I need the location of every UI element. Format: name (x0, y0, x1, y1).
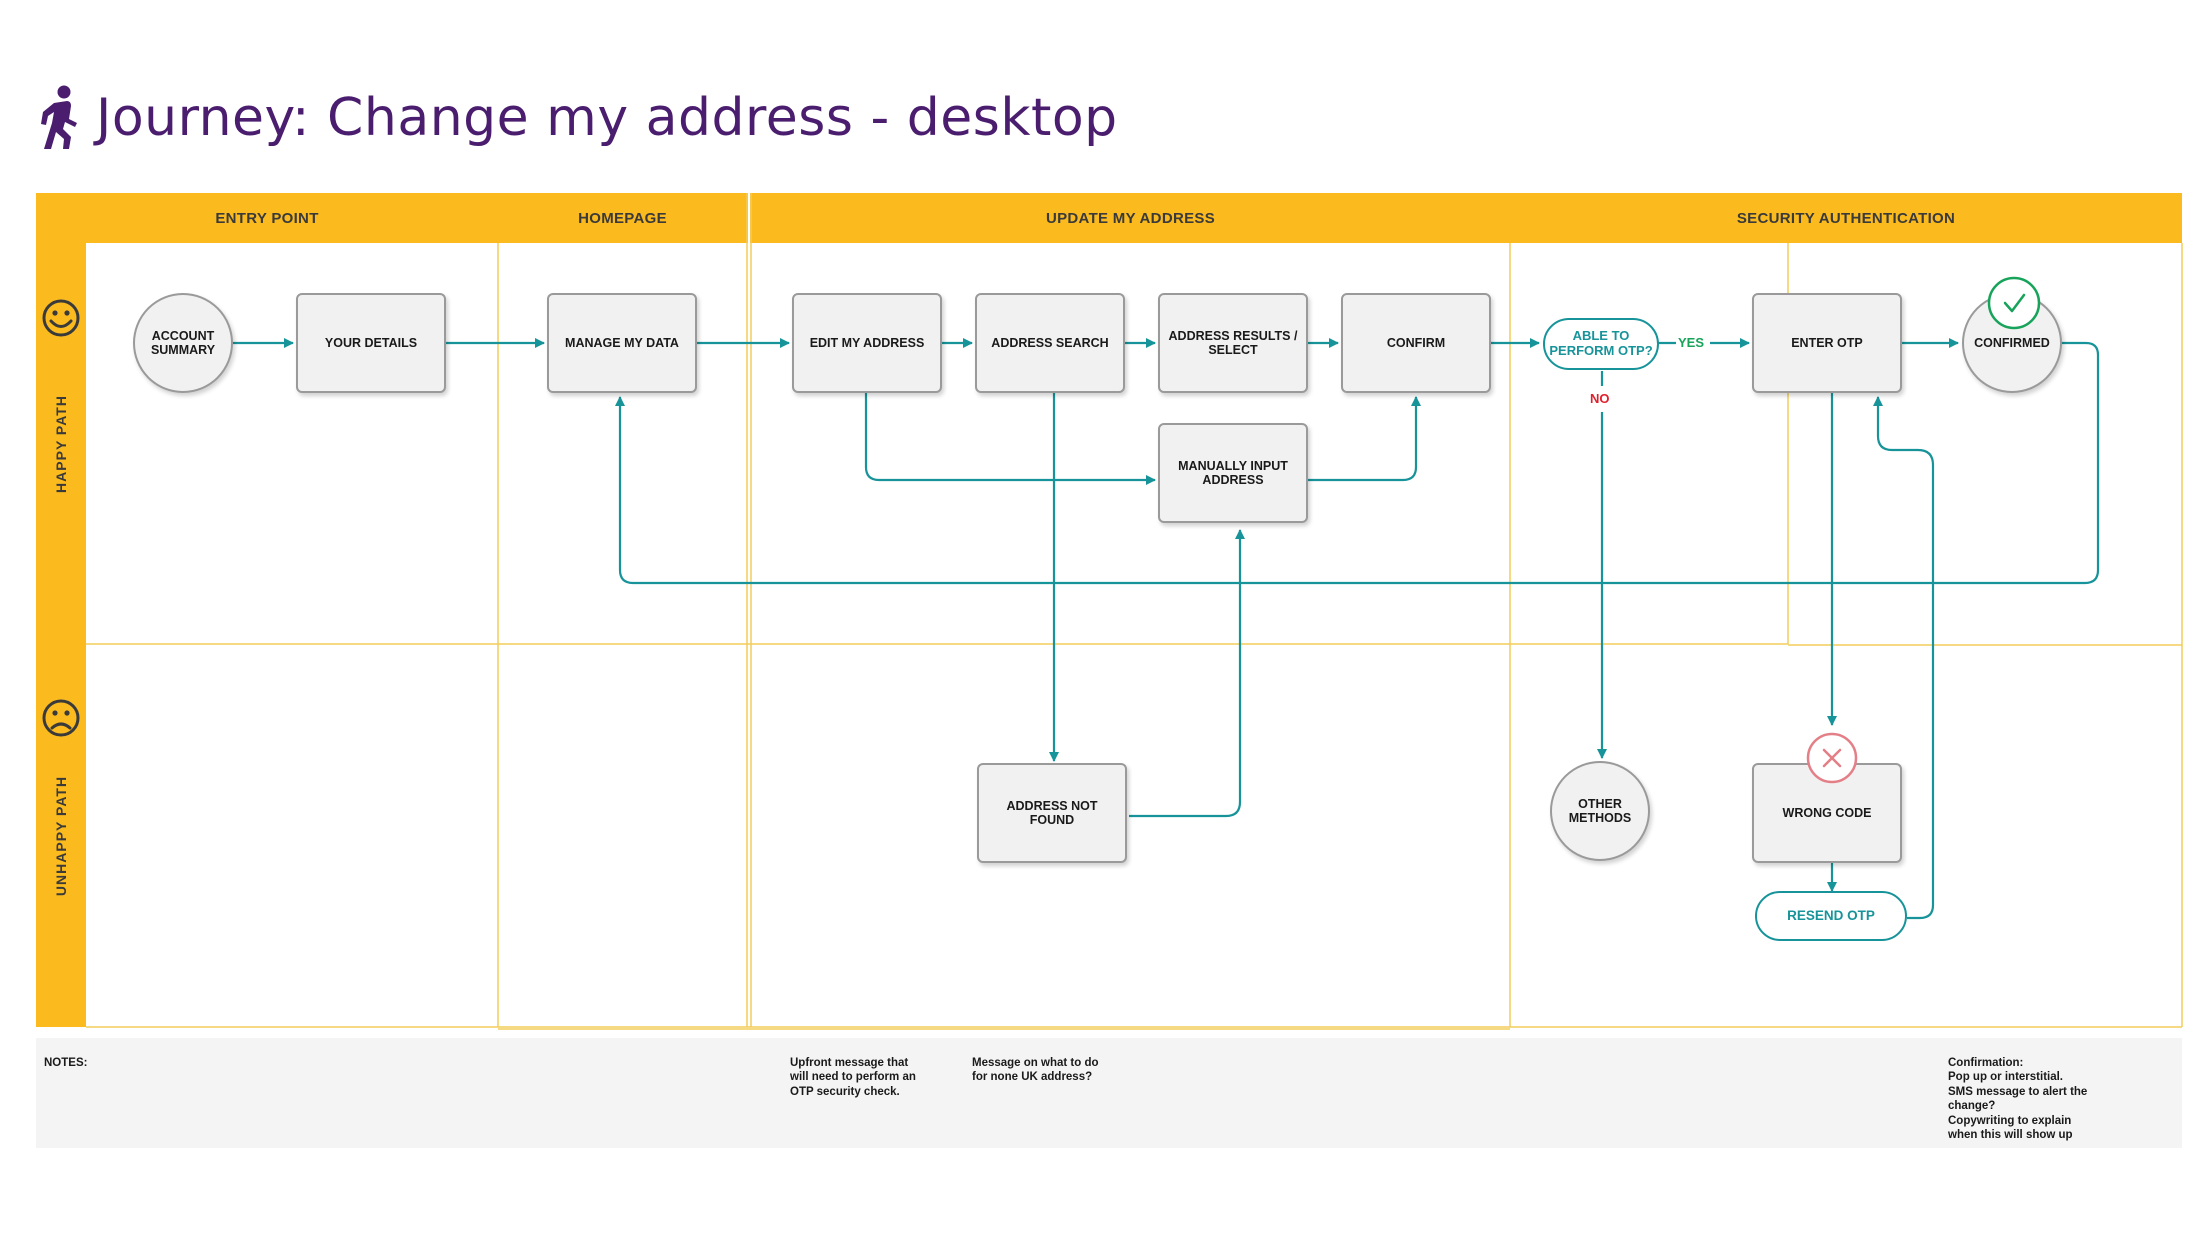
node-address-search[interactable]: ADDRESS SEARCH (975, 293, 1125, 393)
note-upfront-message: Upfront message that will need to perfor… (790, 1057, 916, 1098)
lane-header-homepage: HOMEPAGE (578, 209, 667, 227)
node-address-results-select[interactable]: ADDRESS RESULTS / SELECT (1158, 293, 1308, 393)
check-icon (1987, 276, 2041, 330)
notes-heading: NOTES: (44, 1057, 88, 1069)
journey-title: Journey: Change my address - desktop (96, 88, 1118, 148)
happy-face-icon (42, 299, 80, 337)
lane-header-entry-point: ENTRY POINT (215, 209, 319, 227)
edge-confirmed-loop-back (615, 341, 2100, 585)
header-band (36, 193, 2182, 243)
cross-icon (1806, 732, 1858, 784)
edge-resend-to-enter-otp (1873, 396, 1935, 920)
node-address-not-found[interactable]: ADDRESS NOT FOUND (977, 763, 1127, 863)
connectors (233, 338, 2100, 920)
node-manage-my-data[interactable]: MANAGE MY DATA (547, 293, 697, 393)
row-label-unhappy-path: UNHAPPY PATH (53, 775, 69, 896)
sad-face-icon (42, 699, 80, 737)
node-resend-otp[interactable]: RESEND OTP (1755, 891, 1907, 941)
walking-person-icon (41, 85, 77, 149)
note-confirmation: Confirmation: Pop up or interstitial. SM… (1948, 1057, 2088, 1141)
node-enter-otp[interactable]: ENTER OTP (1752, 293, 1902, 393)
row-label-happy-path: HAPPY PATH (53, 394, 69, 493)
edge-label-yes: YES (1678, 335, 1705, 350)
lane-header-update-my-address: UPDATE MY ADDRESS (1045, 209, 1215, 227)
node-confirmed[interactable]: CONFIRMED (1962, 293, 2062, 393)
notes-panel: NOTES: Upfront message that will need to… (36, 1038, 2182, 1148)
lane-header-security-authentication: SECURITY AUTHENTICATION (1736, 209, 1956, 227)
node-manually-input-address[interactable]: MANUALLY INPUT ADDRESS (1158, 423, 1308, 523)
node-edit-my-address[interactable]: EDIT MY ADDRESS (792, 293, 942, 393)
edge-manual-to-confirm (1308, 396, 1421, 482)
row-label-band (36, 193, 86, 1027)
node-other-methods[interactable]: OTHER METHODS (1550, 761, 1650, 861)
node-account-summary[interactable]: ACCOUNT SUMMARY (133, 293, 233, 393)
edge-label-no: NO (1590, 391, 1610, 406)
node-your-details[interactable]: YOUR DETAILS (296, 293, 446, 393)
edge-not-found-to-manual (1129, 529, 1245, 818)
node-confirm[interactable]: CONFIRM (1341, 293, 1491, 393)
note-non-uk-address: Message on what to do for none UK addres… (972, 1057, 1099, 1084)
edge-edit-to-manual (864, 393, 1156, 485)
node-able-to-perform-otp[interactable]: ABLE TO PERFORM OTP? (1543, 318, 1659, 370)
grid-lines (86, 193, 2183, 1030)
page-title: Journey: Change my address - desktop (36, 78, 1118, 158)
